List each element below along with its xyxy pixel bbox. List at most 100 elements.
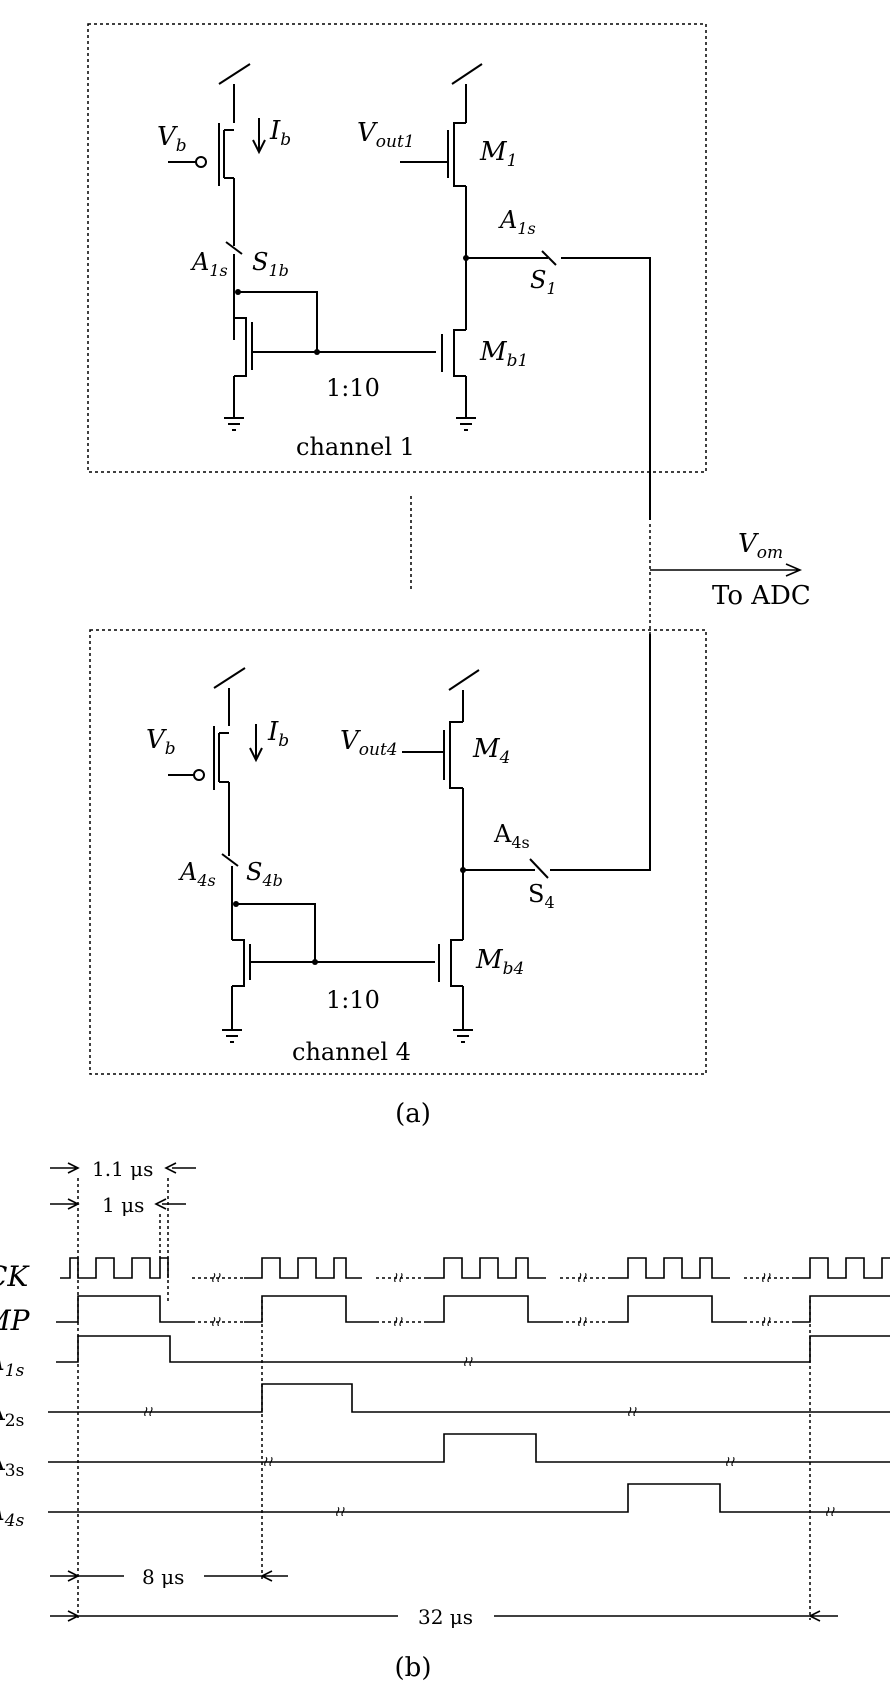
nmos-mirror-left-4 <box>231 939 435 1030</box>
m1-label: M1 <box>479 137 517 171</box>
channel-4-boundary <box>89 629 707 1075</box>
svg-text:≀≀: ≀≀ <box>262 1454 273 1470</box>
dim-32us-label: 32 μs <box>418 1605 473 1629</box>
svg-text:≀≀: ≀≀ <box>576 1314 587 1330</box>
node-dot <box>460 867 466 873</box>
ib-label-1: Ib <box>269 116 291 150</box>
svg-text:≀≀: ≀≀ <box>210 1270 221 1286</box>
mp-waveform-seg3 <box>424 1295 560 1323</box>
channel-4-label: channel 4 <box>292 1038 411 1066</box>
vout1-label: Vout1 <box>357 118 415 152</box>
nmos-mb1 <box>441 329 467 418</box>
ib-arrow-4 <box>249 724 263 763</box>
svg-text:≀≀: ≀≀ <box>334 1504 345 1520</box>
dim-1us-label: 1 μs <box>102 1193 144 1217</box>
nmos-mirror-left-1 <box>233 317 436 418</box>
signal-label-a1s: A1s <box>0 1347 25 1381</box>
dim-8us-label: 8 μs <box>142 1565 184 1589</box>
svg-text:≀≀: ≀≀ <box>760 1270 771 1286</box>
node-dot <box>312 959 318 965</box>
svg-text:≀≀: ≀≀ <box>392 1270 403 1286</box>
pmos-bias-1 <box>218 123 235 246</box>
vdd-right-4 <box>448 669 480 722</box>
node-dot <box>314 349 320 355</box>
a1s-waveform <box>56 1335 890 1363</box>
ground-right-4 <box>453 1029 473 1043</box>
a1s-left-label: A1s <box>190 248 228 280</box>
signal-label-ck: CK <box>0 1260 30 1293</box>
signal-label-a2s: A2s <box>0 1397 24 1431</box>
a3s-waveform <box>48 1433 890 1463</box>
to-adc-label: To ADC <box>712 581 811 611</box>
mb4-label: Mb4 <box>475 945 524 979</box>
svg-text:≀≀: ≀≀ <box>576 1270 587 1286</box>
signal-label-a4s: A4s <box>0 1497 25 1531</box>
output-node-4 <box>462 788 535 940</box>
s1b-label: S1b <box>252 248 289 280</box>
a4s-left-label: A4s <box>178 858 216 890</box>
vdd-left-1 <box>218 63 251 123</box>
pmos-gate-bubble-4 <box>193 769 205 781</box>
ground-right-1 <box>456 417 476 431</box>
svg-text:≀≀: ≀≀ <box>392 1314 403 1330</box>
m4-label: M4 <box>472 734 510 768</box>
ck-waveform-seg4 <box>610 1257 730 1279</box>
channel-4-block: Vb Ib Vout4 M4 A4s S4b A4s S4 Mb4 1:10 c… <box>89 629 707 1075</box>
vout4-label: Vout4 <box>340 726 398 760</box>
svg-text:≀≀: ≀≀ <box>626 1404 637 1420</box>
mp-waveform-seg4 <box>610 1295 744 1323</box>
output-bus: Vom To ADC <box>649 524 811 634</box>
signal-label-mp: MP <box>0 1304 31 1337</box>
ib-arrow-1 <box>252 118 266 155</box>
caption-b: (b) <box>395 1653 432 1683</box>
a4s-waveform <box>48 1483 890 1513</box>
dim-1-1us-arrows <box>50 1162 196 1174</box>
ck-waveform-seg2 <box>244 1257 362 1279</box>
svg-text:≀≀: ≀≀ <box>210 1314 221 1330</box>
vom-label: Vom <box>738 529 783 563</box>
s4-label: S4 <box>528 880 555 912</box>
ck-waveform-seg1 <box>60 1257 169 1279</box>
channel-1-block: Vb Ib Vout1 M1 A1s S1b A1s S1 Mb1 1:10 c… <box>87 23 707 520</box>
mb1-label: Mb1 <box>479 337 528 371</box>
svg-text:≀≀: ≀≀ <box>724 1454 735 1470</box>
a4s-right-label: A4s <box>493 820 530 852</box>
channel-1-boundary <box>87 23 707 473</box>
dim-1-1us-label: 1.1 μs <box>92 1157 153 1181</box>
switch-s1 <box>541 250 651 520</box>
switch-s1b <box>225 241 243 340</box>
break-markers: ≀≀≀≀≀≀≀≀ ≀≀≀≀≀≀≀≀ ≀≀ ≀≀≀≀ ≀≀≀≀ ≀≀≀≀ <box>142 1270 835 1520</box>
ratio-label-1: 1:10 <box>326 374 380 402</box>
vb-label-4: Vb <box>146 725 176 759</box>
ground-left-1 <box>224 417 244 431</box>
diode-connect-1 <box>238 291 318 352</box>
nmos-m4 <box>402 721 463 789</box>
a2s-waveform <box>48 1383 890 1413</box>
ratio-label-4: 1:10 <box>326 986 380 1014</box>
vb-label-1: Vb <box>157 122 187 156</box>
pmos-bias-4 <box>213 726 230 856</box>
mp-waveform-seg2 <box>244 1295 376 1323</box>
switch-s4b <box>221 853 239 940</box>
pmos-gate-bubble-1 <box>195 156 207 168</box>
node-dot <box>463 255 469 261</box>
signal-label-a3s: A3s <box>0 1447 24 1481</box>
mp-waveform-seg5 <box>792 1295 890 1323</box>
s4b-label: S4b <box>246 858 283 890</box>
ib-label-4: Ib <box>267 717 289 751</box>
nmos-mb4 <box>438 939 464 1030</box>
timing-reference-lines <box>77 1178 811 1620</box>
ck-waveform-seg3 <box>424 1257 546 1279</box>
svg-text:≀≀: ≀≀ <box>824 1504 835 1520</box>
svg-text:≀≀: ≀≀ <box>462 1354 473 1370</box>
dim-8us-arrows <box>50 1570 288 1582</box>
channel-1-label: channel 1 <box>296 433 415 461</box>
vdd-left-4 <box>213 667 246 726</box>
ck-waveform-seg5 <box>792 1257 890 1279</box>
switch-s4 <box>529 804 651 879</box>
dim-32us-arrows <box>50 1610 838 1622</box>
ground-left-4 <box>222 1029 242 1043</box>
svg-text:≀≀: ≀≀ <box>760 1314 771 1330</box>
diode-connect-4 <box>236 903 316 962</box>
